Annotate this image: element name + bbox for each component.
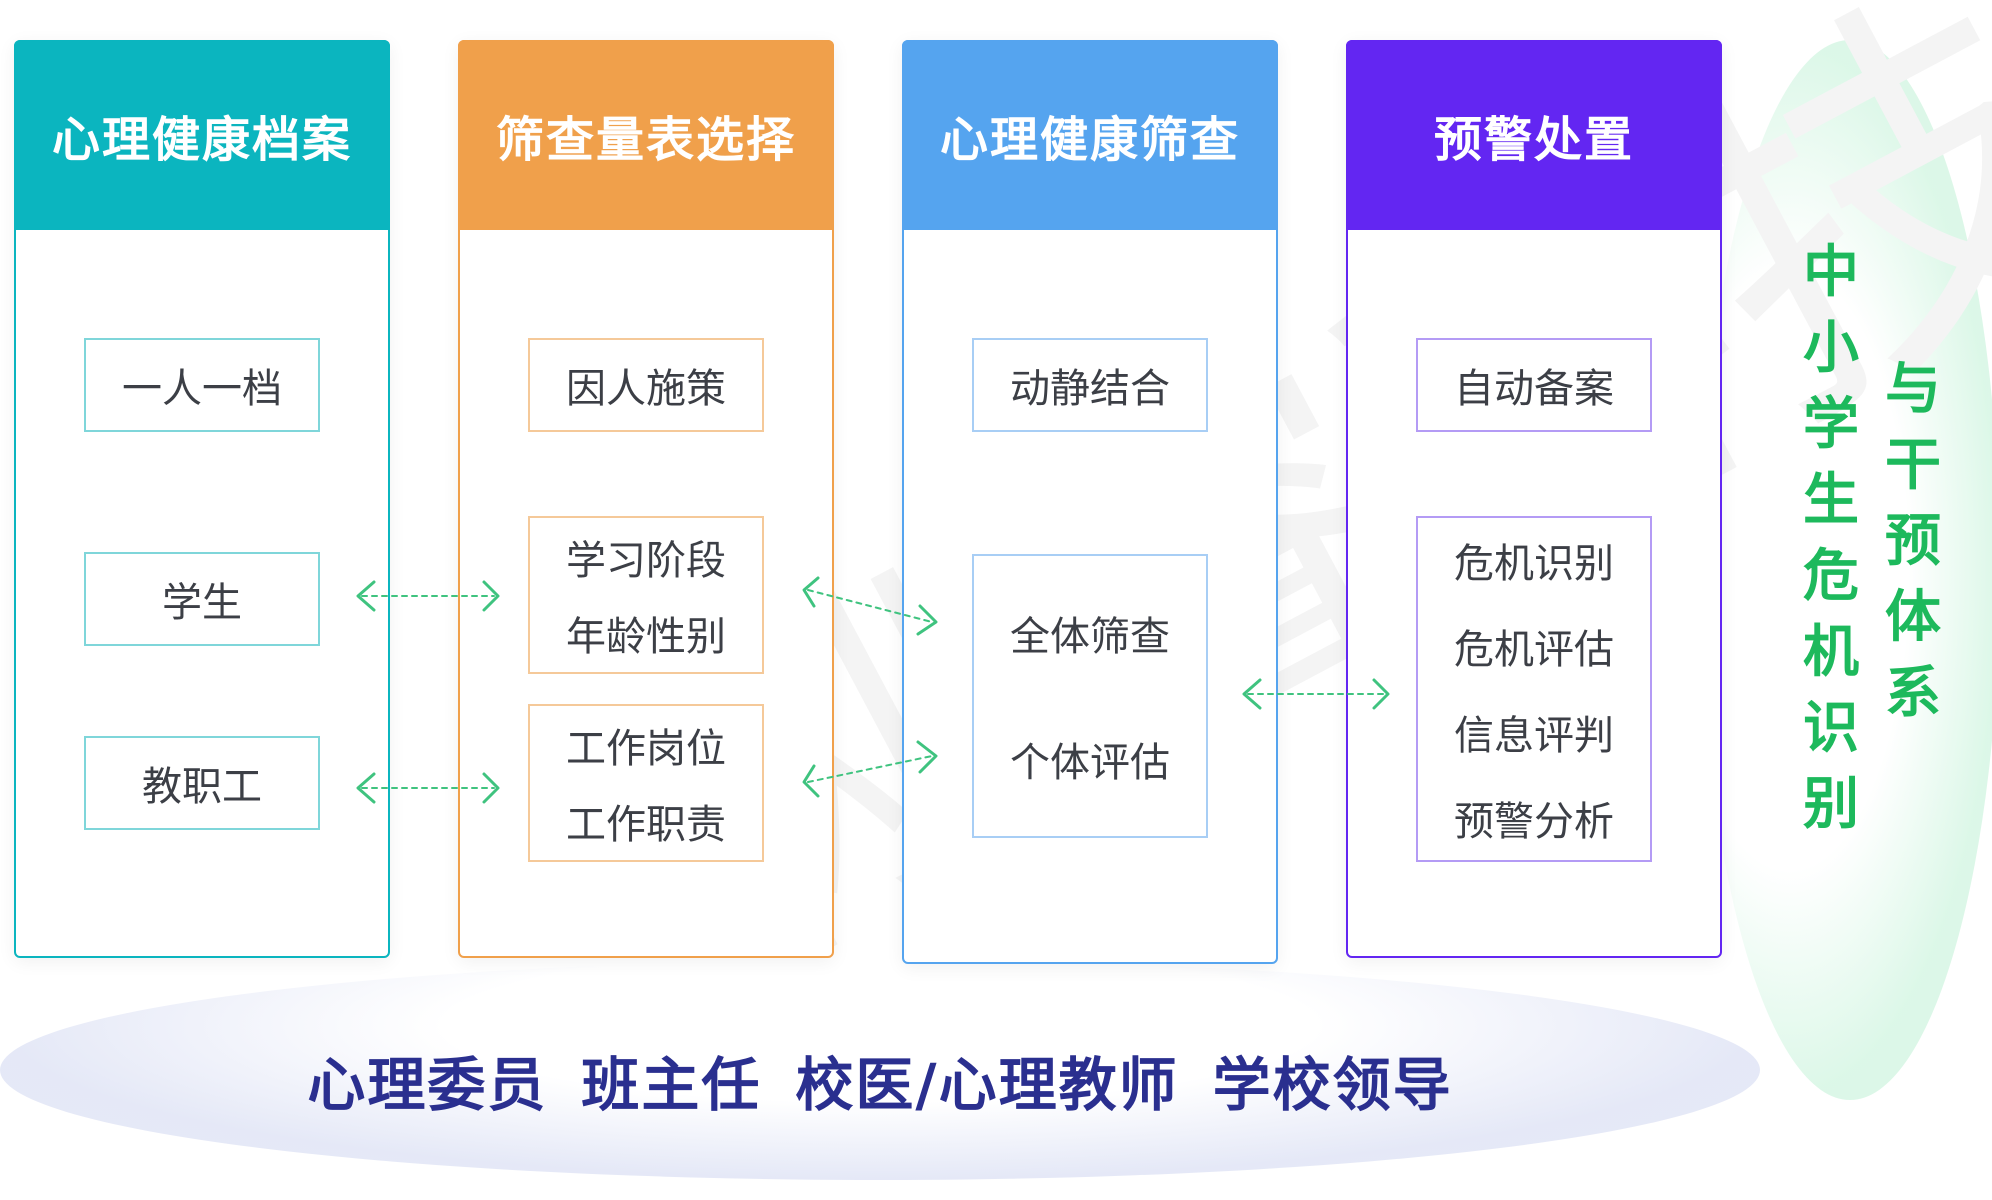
column-title: 心理健康档案 — [51, 112, 352, 168]
column-screening: 心理健康筛查 动静结合 全体筛查 个体评估 — [902, 40, 1278, 964]
step-box: 因人施策 — [528, 338, 764, 432]
column-title: 筛查量表选择 — [495, 112, 796, 168]
column-header: 预警处置 — [1346, 40, 1722, 230]
step-text: 预警分析 — [1454, 799, 1614, 845]
bottom-background-glow — [0, 960, 1760, 1180]
column-header: 心理健康筛查 — [902, 40, 1278, 230]
role-label: 班主任 — [581, 1051, 762, 1119]
step-box: 自动备案 — [1416, 338, 1652, 432]
step-box: 学习阶段 年龄性别 — [528, 516, 764, 674]
step-box: 教职工 — [84, 736, 320, 830]
role-label: 心理委员 — [307, 1051, 548, 1119]
step-box: 动静结合 — [972, 338, 1208, 432]
column-archive: 心理健康档案 一人一档 学生 教职工 — [14, 40, 390, 958]
step-text: 教职工 — [142, 764, 262, 810]
column-header: 心理健康档案 — [14, 40, 390, 230]
step-text: 一人一档 — [122, 366, 282, 412]
step-text: 全体筛查 — [1010, 614, 1170, 660]
step-text: 学习阶段 — [566, 538, 726, 584]
side-title-part1: 中小学生危机识别 — [1803, 240, 1859, 837]
role-label: 学校领导 — [1212, 1051, 1453, 1119]
column-title: 预警处置 — [1433, 112, 1634, 168]
step-box: 学生 — [84, 552, 320, 646]
step-box: 一人一档 — [84, 338, 320, 432]
side-background-glow — [1700, 40, 1992, 1100]
step-text: 工作职责 — [566, 802, 726, 848]
step-box: 危机识别 危机评估 信息评判 预警分析 — [1416, 516, 1652, 862]
step-text: 动静结合 — [1010, 366, 1170, 412]
role-label: 校医/心理教师 — [795, 1051, 1179, 1119]
step-text: 工作岗位 — [566, 726, 726, 772]
step-text: 个体评估 — [1010, 740, 1170, 786]
column-scale-selection: 筛查量表选择 因人施策 学习阶段 年龄性别 工作岗位 工作职责 — [458, 40, 834, 958]
column-warning-handling: 预警处置 自动备案 危机识别 危机评估 信息评判 预警分析 — [1346, 40, 1722, 958]
step-box: 全体筛查 个体评估 — [972, 554, 1208, 838]
step-text: 学生 — [162, 580, 242, 626]
step-text: 危机识别 — [1454, 541, 1614, 587]
column-title: 心理健康筛查 — [939, 112, 1240, 168]
step-text: 危机评估 — [1454, 627, 1614, 673]
column-header: 筛查量表选择 — [458, 40, 834, 230]
step-box: 工作岗位 工作职责 — [528, 704, 764, 862]
step-text: 年龄性别 — [566, 614, 726, 660]
step-text: 信息评判 — [1454, 713, 1614, 759]
roles-bar: 心理委员 班主任 校医/心理教师 学校领导 — [0, 1038, 1760, 1122]
step-text: 因人施策 — [566, 366, 726, 412]
side-title-part2: 与干预体系 — [1885, 357, 1941, 726]
step-text: 自动备案 — [1454, 366, 1614, 412]
